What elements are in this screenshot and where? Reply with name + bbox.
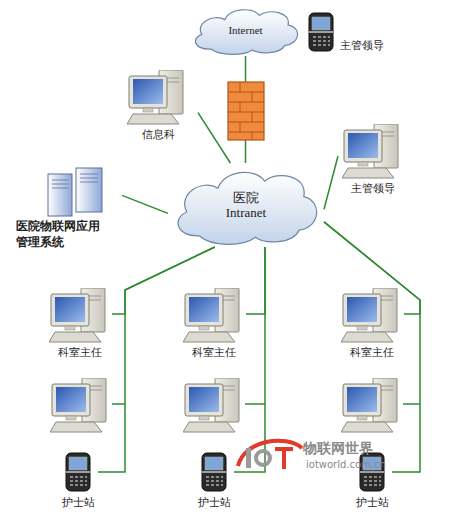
phone-icon-shape <box>66 453 90 491</box>
phone-icon <box>65 452 91 492</box>
computer-icon-shape <box>342 124 398 178</box>
firewall-symbol <box>228 82 264 140</box>
node-label: 护士站 <box>356 496 389 509</box>
cloud-icon-shape <box>178 172 317 244</box>
phone-node: 护士站 <box>194 452 234 509</box>
cloud-icon-shape <box>195 10 297 55</box>
node-label: 科室主任 <box>192 346 236 359</box>
phone-icon-shape <box>202 453 226 491</box>
watermark-text: 物联网世界 <box>303 440 373 458</box>
computer-icon <box>183 378 239 432</box>
computer-icon-shape <box>341 288 397 342</box>
cloud-node: 医院 Intranet <box>168 163 324 247</box>
node-label: 主管领导 <box>340 39 384 52</box>
node-label: 医院物联网应用 管理系统 <box>16 218 116 250</box>
phone-icon-shape <box>360 453 384 491</box>
phone-icon <box>201 452 227 492</box>
phone-icon <box>359 452 385 492</box>
node-label: 信息科 <box>142 128 175 141</box>
network-link <box>198 113 230 163</box>
network-link <box>246 247 265 314</box>
phone-icon <box>308 12 334 52</box>
network-link <box>122 195 168 213</box>
server-icon-shape <box>48 168 102 216</box>
server-node: 医院物联网应用 管理系统 <box>16 166 122 250</box>
server-icon <box>44 166 108 218</box>
node-label: 科室主任 <box>58 346 102 359</box>
computer-node: 科室主任 <box>48 288 112 359</box>
wire-stub <box>112 403 420 405</box>
node-label: 护士站 <box>198 496 231 509</box>
node-label: 科室主任 <box>350 346 394 359</box>
node-label: 护士站 <box>62 496 95 509</box>
computer-icon-shape <box>49 288 105 342</box>
computer-node: 主管领导 <box>338 124 408 195</box>
phone-node: 护士站 <box>58 452 98 509</box>
computer-icon <box>183 288 245 344</box>
computer-icon <box>49 288 111 344</box>
computer-icon <box>342 124 404 180</box>
watermark-text: iotworld.com.cn <box>306 459 386 470</box>
computer-icon <box>127 70 189 126</box>
computer-icon-shape <box>183 288 239 342</box>
computer-icon <box>341 378 397 432</box>
computer-node: 科室主任 <box>182 288 246 359</box>
node-label: 医院 Intranet <box>217 190 275 220</box>
cloud-node: Internet <box>188 4 303 56</box>
watermark-logo <box>238 441 302 469</box>
node-label: 主管领导 <box>351 182 395 195</box>
computer-icon <box>50 378 106 432</box>
phone-node: 主管领导 <box>308 12 392 52</box>
node-label: Internet <box>228 24 262 37</box>
computer-node: 科室主任 <box>340 288 404 359</box>
computer-node: 信息科 <box>118 70 198 141</box>
network-link <box>324 156 338 209</box>
network-link <box>98 247 215 472</box>
phone-icon-shape <box>309 13 333 51</box>
network-link <box>324 222 420 472</box>
computer-icon-shape <box>127 70 183 124</box>
computer-icon <box>341 288 403 344</box>
network-link <box>234 247 265 472</box>
